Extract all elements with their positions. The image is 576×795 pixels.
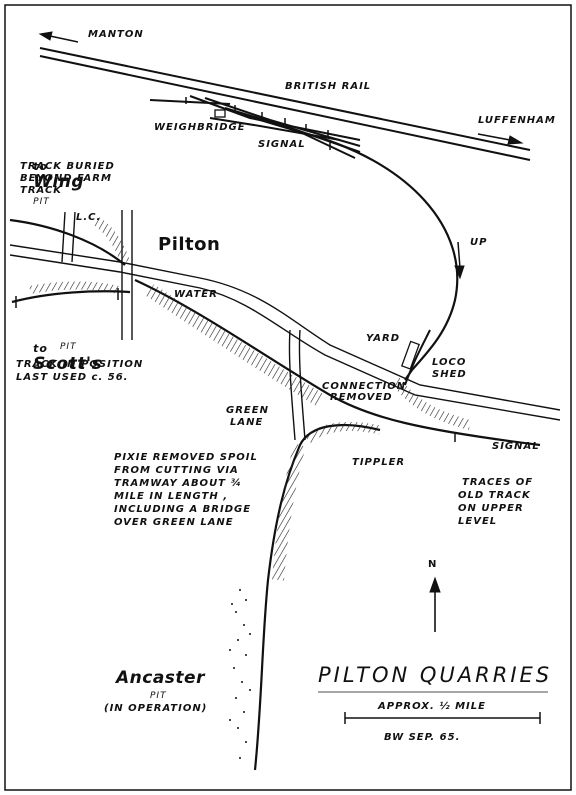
pixie-note-1: PIXIE REMOVED SPOIL — [114, 452, 258, 463]
pixie-note-3: TRAMWAY ABOUT ¾ — [114, 478, 242, 489]
label-north: N — [428, 559, 438, 570]
map-scale: APPROX. ½ MILE — [378, 701, 486, 712]
manton-arrow — [38, 31, 79, 43]
label-scotts-pit: to Scott's — [20, 322, 102, 373]
label-connection-2: REMOVED — [330, 392, 393, 403]
ancaster-status: (IN OPERATION) — [104, 703, 208, 714]
traces-note-3: ON UPPER — [458, 503, 524, 514]
label-green-lane-2: LANE — [230, 417, 264, 428]
label-weighbridge: WEIGHBRIDGE — [154, 122, 246, 133]
label-british-rail: BRITISH RAIL — [285, 81, 372, 92]
loco-shed-building — [400, 340, 420, 370]
label-yard: YARD — [366, 333, 401, 344]
label-luffenham: LUFFENHAM — [478, 115, 556, 126]
scale-bar — [344, 712, 541, 724]
upper-level-cutting — [391, 376, 472, 430]
label-wing-pit: to Wing PIT — [20, 140, 84, 208]
scotts-pit-track — [11, 290, 131, 304]
map-border — [4, 4, 572, 791]
label-water: WATER — [174, 289, 218, 300]
wing-note-3: TRACK — [20, 185, 63, 196]
label-signal-top: SIGNAL — [258, 139, 306, 150]
wing-note-1: TRACK BURIED — [20, 161, 115, 172]
yard-siding — [404, 329, 431, 386]
scotts-pit-word: PIT — [60, 342, 77, 352]
label-loco-2: SHED — [432, 369, 467, 380]
wing-pit-word: PIT — [33, 197, 50, 208]
label-connection-1: CONNECTION — [322, 381, 407, 392]
pixie-note-2: FROM CUTTING VIA — [114, 465, 239, 476]
wing-to: to — [33, 159, 48, 173]
quarry-branch-line — [299, 130, 459, 381]
map-title: PILTON QUARRIES — [318, 663, 553, 687]
label-tippler: TIPPLER — [352, 457, 406, 468]
wing-pit-track — [9, 218, 126, 266]
scotts-to: to — [33, 341, 48, 355]
tippler-cutting — [304, 421, 382, 444]
traces-note-2: OLD TRACK — [458, 490, 531, 501]
label-loco-1: LOCO — [432, 357, 467, 368]
weighbridge-building — [214, 109, 226, 118]
label-signal-right: SIGNAL — [492, 441, 540, 452]
north-arrow — [429, 576, 441, 632]
siding-ties — [185, 97, 329, 137]
scotts-note-1: TRACK IN POSITION — [16, 359, 144, 370]
ancaster-pit-face — [229, 589, 251, 759]
label-green-lane-1: GREEN — [226, 405, 269, 416]
label-level-crossing: L.C. — [76, 212, 102, 223]
scotts-cutting — [29, 281, 120, 294]
luffenham-arrow — [477, 133, 524, 145]
tramway-cutting — [146, 284, 324, 407]
ancaster-cutting — [272, 443, 306, 581]
wing-cutting — [92, 215, 130, 264]
up-arrow — [454, 241, 465, 280]
tramway — [134, 279, 541, 447]
pixie-note-6: OVER GREEN LANE — [114, 517, 234, 528]
british-rail-main-line — [39, 47, 531, 161]
traces-note-1: TRACES OF — [462, 477, 534, 488]
wing-name: Wing — [33, 171, 84, 192]
map-credit: BW SEP. 65. — [384, 732, 461, 743]
wing-note-2: BEYOND FARM — [20, 173, 112, 184]
pixie-note-4: MILE IN LENGTH , — [114, 491, 229, 502]
label-manton: MANTON — [88, 29, 144, 40]
ancaster-name: Ancaster — [116, 668, 205, 688]
scotts-name: Scott's — [33, 353, 103, 374]
traces-note-4: LEVEL — [458, 516, 498, 527]
pixie-note-5: INCLUDING A BRIDGE — [114, 504, 252, 515]
scotts-note-2: LAST USED c. 56. — [16, 372, 129, 383]
ancaster-pit-word: PIT — [150, 691, 167, 701]
label-up: UP — [470, 237, 488, 248]
label-pilton: Pilton — [158, 234, 221, 255]
